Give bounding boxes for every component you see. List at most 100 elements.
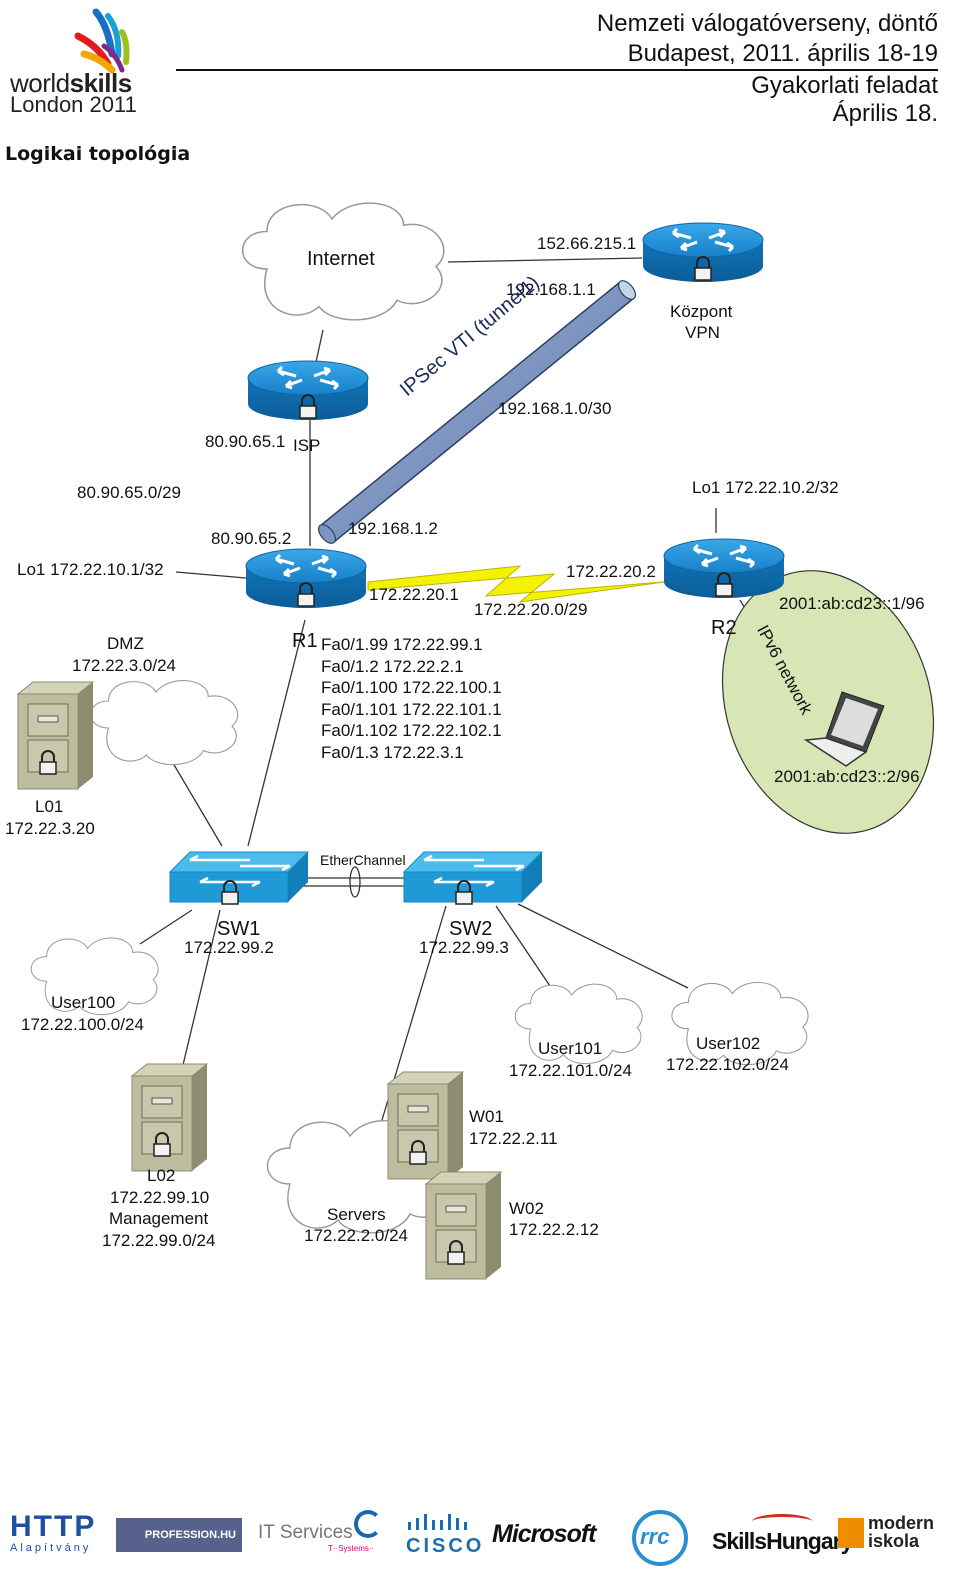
r2-name: R2 <box>711 617 737 639</box>
l02-server-icon <box>132 1064 207 1171</box>
internet-label: Internet <box>307 248 375 270</box>
management-net: 172.22.99.0/24 <box>102 1231 216 1250</box>
worldskills-logo: worldskills London 2011 <box>8 6 148 117</box>
r2-router-icon <box>664 539 784 598</box>
sw2-name: SW2 <box>449 918 493 940</box>
l02-name: L02 <box>147 1166 176 1185</box>
r1-name: R1 <box>292 630 318 652</box>
r1-serial-ip: 172.22.20.1 <box>369 585 459 604</box>
r1-loopback: Lo1 172.22.10.1/32 <box>17 560 164 579</box>
ipv6-host-address: 2001:ab:cd23::2/96 <box>774 767 920 786</box>
header-line-3: Gyakorlati feladat <box>751 72 938 99</box>
logo-london: London 2011 <box>10 92 137 117</box>
isp-router-icon <box>248 361 368 420</box>
header-rule <box>176 69 938 71</box>
serial-net: 172.22.20.0/29 <box>474 600 588 619</box>
isp-net: 80.90.65.0/29 <box>77 483 181 502</box>
sponsor-profession: PROFESSION.HU <box>144 1529 236 1541</box>
sponsor-iskola: iskola <box>868 1531 920 1551</box>
header-line-4: Április 18. <box>832 100 938 127</box>
etherchannel-ring <box>349 866 361 898</box>
sponsor-modern: modern <box>868 1513 935 1533</box>
sponsor-microsoft: Microsoft <box>492 1520 596 1548</box>
sponsor-tsystems: T··Systems·· <box>328 1544 375 1553</box>
header-line-1: Nemzeti válogatóverseny, döntő <box>596 10 938 37</box>
servers-name: Servers <box>327 1205 386 1224</box>
r1-iface-1: Fa0/1.99 172.22.99.1 <box>321 635 483 654</box>
r1-iface-4: Fa0/1.101 172.22.101.1 <box>321 699 502 719</box>
serial-link <box>367 565 665 603</box>
user101-name: User101 <box>538 1039 603 1058</box>
w02-ip: 172.22.2.12 <box>509 1220 599 1239</box>
sponsor-cisco: CISCO <box>406 1535 485 1557</box>
logo-skills: skills <box>69 68 133 98</box>
l01-name: L01 <box>35 797 64 816</box>
sponsor-it-services-logo: IT Services T··Systems·· <box>258 1522 374 1553</box>
w02-name: W02 <box>509 1199 544 1218</box>
section-title: Logikai topológia <box>5 143 191 165</box>
l01-server-icon <box>18 682 93 789</box>
dmz-cloud <box>90 679 239 766</box>
user100-net: 172.22.100.0/24 <box>21 1015 144 1034</box>
sponsor-rrc: rrc <box>640 1524 670 1549</box>
worldskills-emblem <box>74 8 130 74</box>
ipv6-network-area <box>721 570 935 834</box>
sponsor-modern-iskola-icon <box>838 1518 864 1548</box>
sponsor-it-services-swirl-icon <box>354 1510 382 1538</box>
r1-iface-3: Fa0/1.100 172.22.100.1 <box>321 678 502 698</box>
logo-world: world <box>10 68 70 98</box>
w01-ip: 172.22.2.11 <box>469 1129 558 1148</box>
r1-iface-2: Fa0/1.2 172.22.2.1 <box>321 656 464 676</box>
ipsec-tunnel <box>317 280 637 544</box>
user101-net: 172.22.101.0/24 <box>509 1061 632 1080</box>
sponsor-rrc-ring-icon <box>632 1510 688 1566</box>
sponsor-profession-logo: PROFESSION.HU <box>116 1518 242 1552</box>
sw2-switch-icon <box>404 852 542 904</box>
sponsor-it-services: IT Services <box>258 1522 353 1543</box>
tunnel-ip-top: 192.168.1.1 <box>506 280 596 299</box>
user102-name: User102 <box>696 1034 761 1053</box>
kozpont-router-icon <box>643 223 763 282</box>
servers-net: 172.22.2.0/24 <box>304 1226 408 1245</box>
sponsor-skills-hungary-flag-icon <box>752 1514 812 1529</box>
laptop-icon <box>803 691 885 767</box>
r1-iface-6: Fa0/1.3 172.22.3.1 <box>321 742 464 762</box>
isp-name: ISP <box>293 436 321 455</box>
user102-net: 172.22.102.0/24 <box>666 1055 789 1074</box>
sponsor-cisco-logo: CISCO <box>406 1514 484 1558</box>
dmz-net: 172.22.3.0/24 <box>72 656 176 675</box>
w02-server-icon <box>426 1172 501 1279</box>
user100-name: User100 <box>51 993 116 1012</box>
ipv6-r2-address: 2001:ab:cd23::1/96 <box>779 594 925 613</box>
l02-ip: 172.22.99.10 <box>110 1188 210 1207</box>
isp-ip: 80.90.65.1 <box>205 432 286 451</box>
dmz-name: DMZ <box>107 634 144 653</box>
tunnel-ip-bottom: 192.168.1.2 <box>348 519 438 538</box>
l01-ip: 172.22.3.20 <box>5 819 95 838</box>
header-line-2: Budapest, 2011. április 18-19 <box>627 40 938 67</box>
sw1-name: SW1 <box>217 918 261 940</box>
r2-serial-ip: 172.22.20.2 <box>566 562 656 581</box>
etherchannel-label: EtherChannel <box>320 852 406 868</box>
sponsor-skills-hungary: SkillsHungary <box>712 1528 853 1554</box>
tunnel-net: 192.168.1.0/30 <box>498 399 612 418</box>
r1-router-icon <box>246 549 366 608</box>
sw1-ip: 172.22.99.2 <box>184 938 274 957</box>
management-name: Management <box>109 1209 209 1228</box>
sw1-switch-icon <box>170 852 308 904</box>
sw2-ip: 172.22.99.3 <box>419 938 509 957</box>
kozpont-vpn: VPN <box>685 323 720 342</box>
w01-server-icon <box>388 1072 463 1179</box>
sponsor-http: HTTP <box>10 1510 97 1543</box>
kozpont-name: Központ <box>670 302 733 321</box>
w01-name: W01 <box>469 1107 504 1126</box>
cisco-bars-icon <box>408 1514 467 1530</box>
kozpont-ip: 152.66.215.1 <box>537 234 637 253</box>
r2-loopback: Lo1 172.22.10.2/32 <box>692 478 839 497</box>
sponsor-http-sub: Alapítvány <box>10 1542 92 1554</box>
r1-iface-5: Fa0/1.102 172.22.102.1 <box>321 721 502 741</box>
r1-wan-ip: 80.90.65.2 <box>211 529 292 548</box>
sponsor-http-logo: HTTP Alapítvány <box>10 1510 97 1555</box>
r1-interface-list: Fa0/1.99 172.22.99.1 Fa0/1.2 172.22.2.1 … <box>321 634 502 764</box>
